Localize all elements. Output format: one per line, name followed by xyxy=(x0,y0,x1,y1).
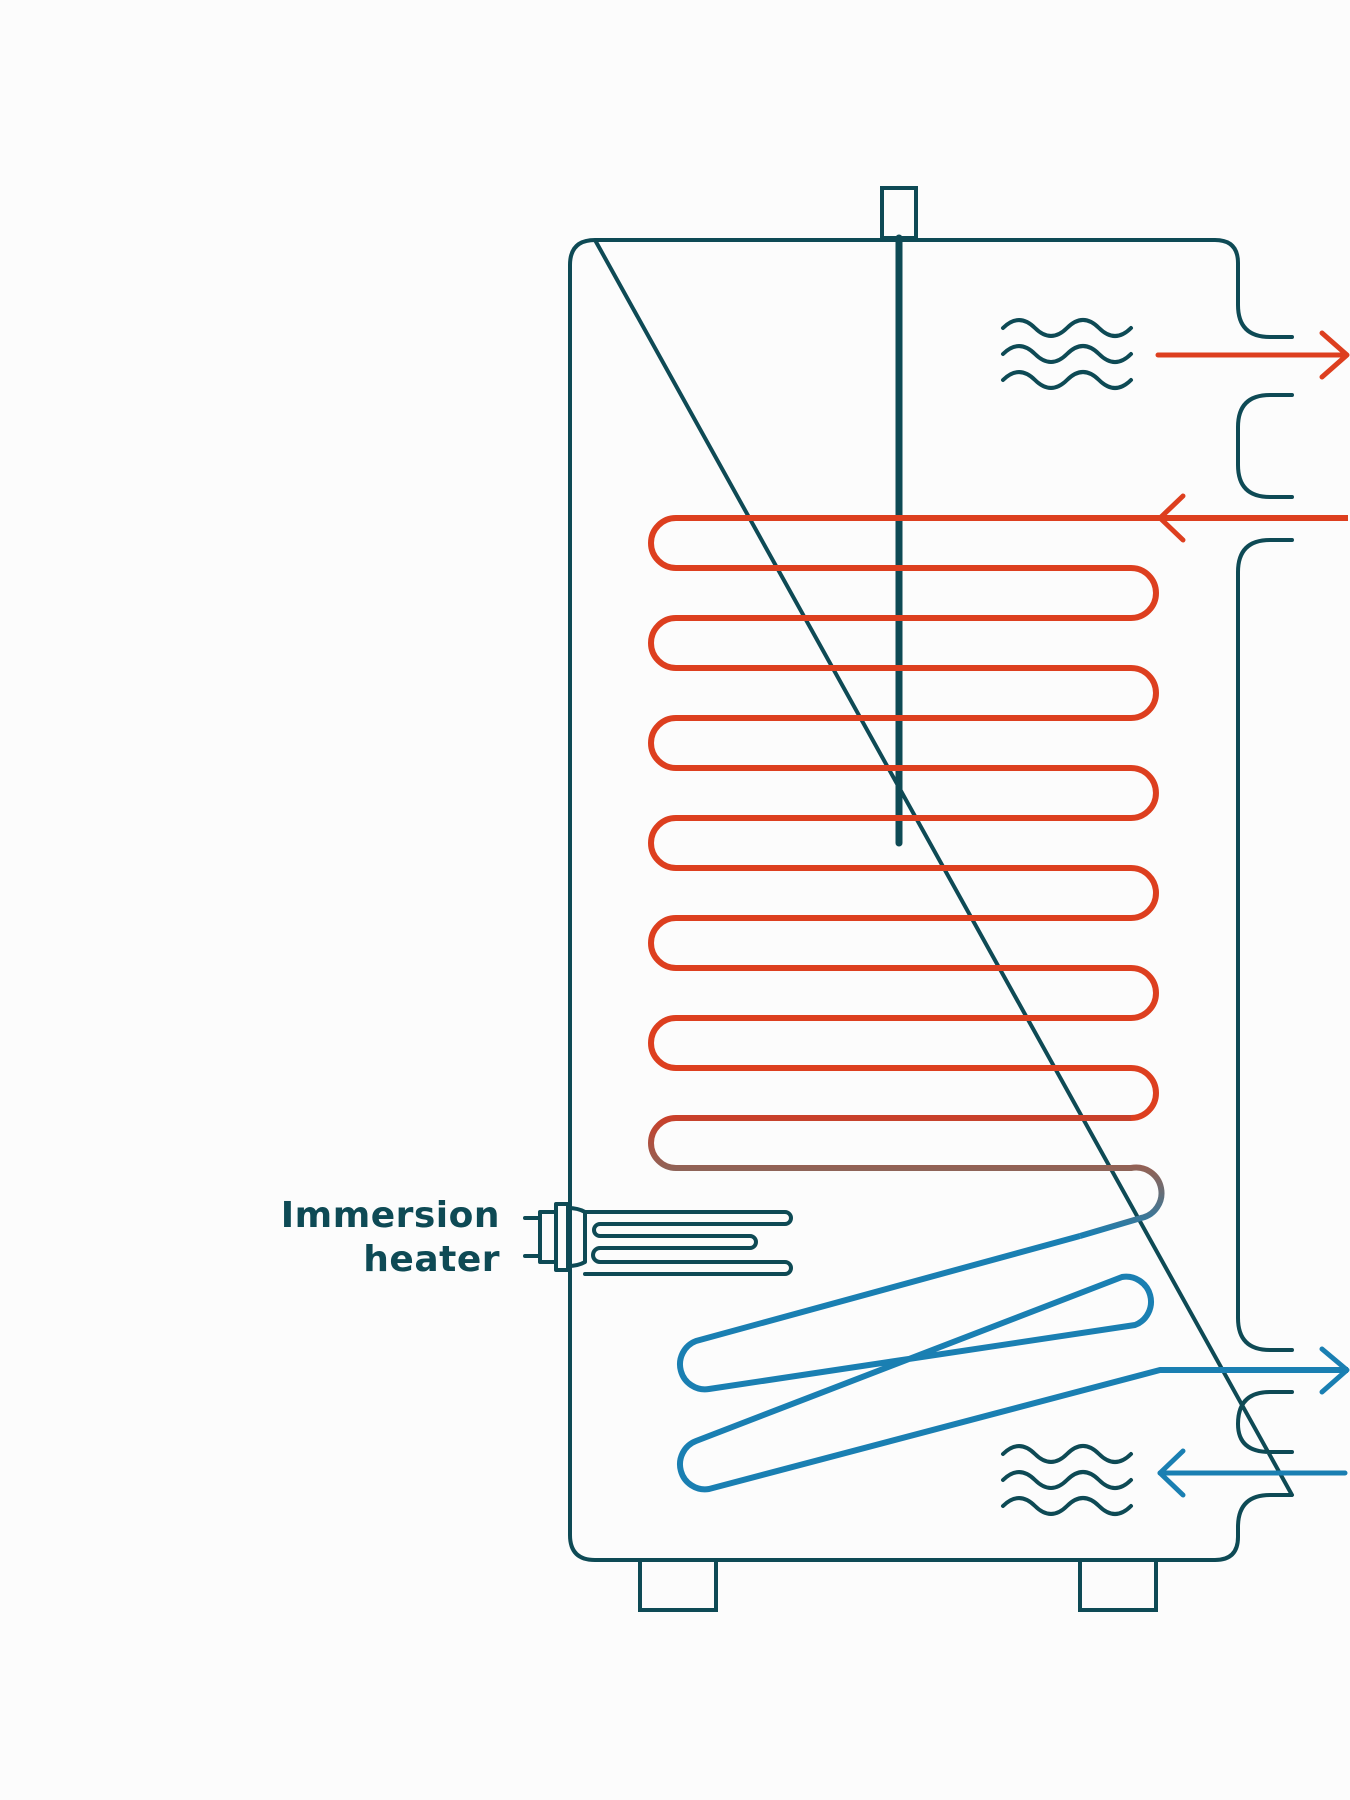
hot-water-outlet-arrow xyxy=(1155,330,1350,380)
hot-flow-inlet-arrow xyxy=(1157,493,1186,543)
immersion-heater-element xyxy=(523,1202,793,1276)
tank-foot-right xyxy=(1078,1558,1158,1612)
heating-coil-hot xyxy=(648,515,1348,1121)
cold-water-inlet-arrow xyxy=(1157,1448,1348,1498)
heating-coil-cold xyxy=(677,1233,1348,1493)
water-wave-icon xyxy=(1001,1444,1133,1516)
tank-body xyxy=(568,238,1294,1562)
top-fitting xyxy=(880,186,918,240)
heating-coil-transition xyxy=(648,1115,1165,1239)
tank-foot-left xyxy=(638,1558,718,1612)
immersion-heater-label-line2: heater xyxy=(363,1239,500,1280)
immersion-heater-label-line1: Immersion xyxy=(280,1195,500,1236)
water-wave-icon xyxy=(1001,318,1133,390)
return-outlet-arrow xyxy=(1319,1346,1350,1395)
